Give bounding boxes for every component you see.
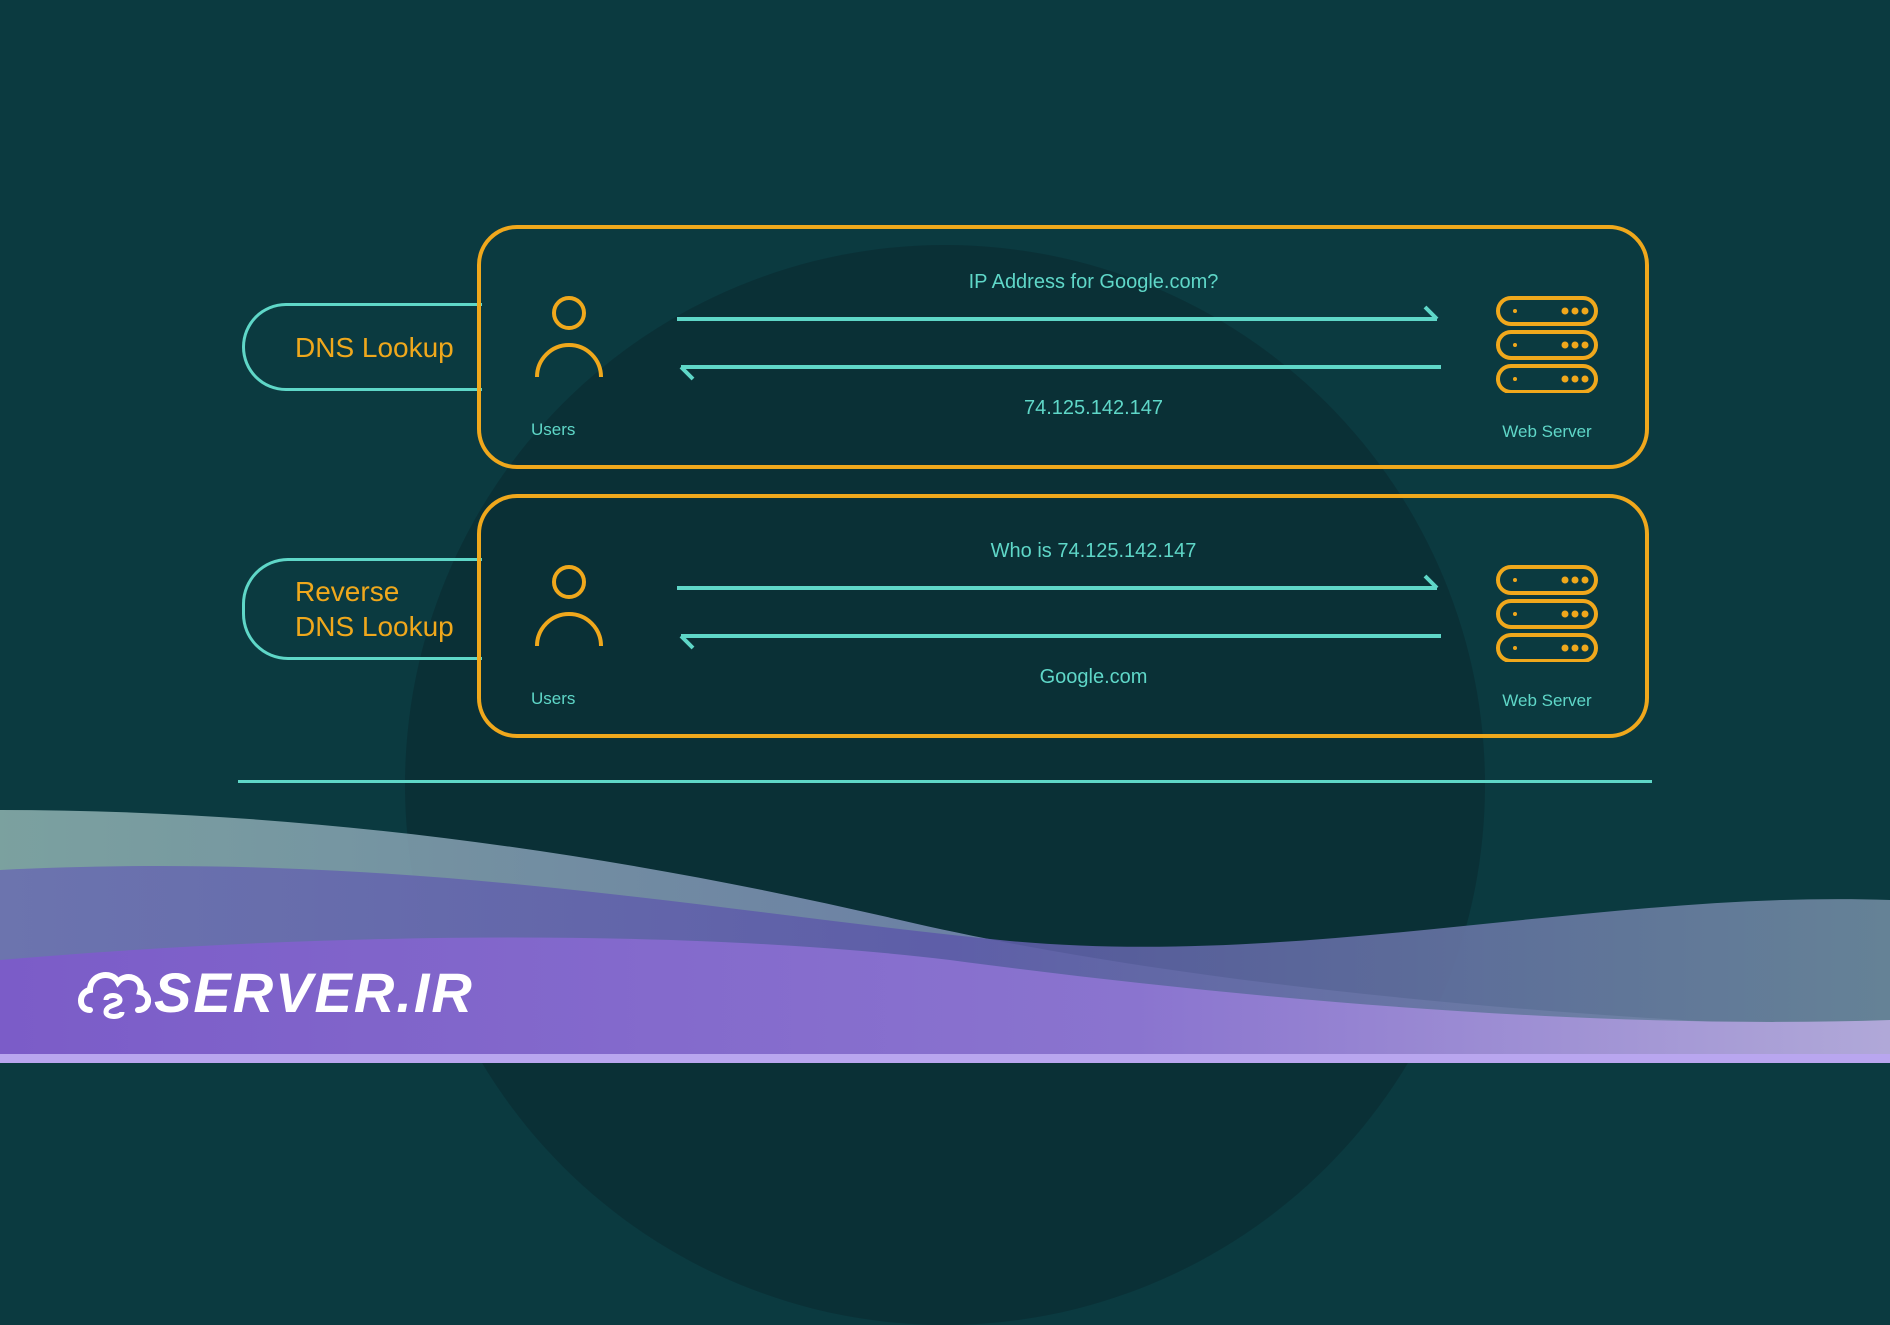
divider-line (238, 780, 1652, 783)
diagram-canvas: DNS Lookup Users IP Address for Google.c… (0, 225, 1890, 1063)
reverse-label-line2: DNS Lookup (295, 611, 454, 642)
reverse-dns-lookup-panel: Users Who is 74.125.142.147 Google.com W… (477, 494, 1649, 738)
dns-answer-text: 74.125.142.147 (1023, 397, 1164, 419)
request-response-arrows (677, 305, 1441, 381)
web-server-label: Web Server (1502, 691, 1592, 710)
server-icon (1496, 565, 1598, 662)
users-label: Users (531, 689, 576, 708)
dns-lookup-label: DNS Lookup (295, 331, 454, 363)
dns-lookup-tab: DNS Lookup (242, 303, 482, 391)
server-icon (1496, 296, 1598, 393)
arrow-right-icon (677, 305, 1439, 321)
dns-query-text: IP Address for Google.com? (968, 271, 1219, 293)
reverse-dns-lookup-tab: Reverse DNS Lookup (242, 558, 482, 660)
users-label: Users (531, 420, 576, 439)
cloud-icon (78, 972, 151, 1019)
arrow-left-icon (679, 365, 1441, 381)
request-response-arrows (677, 574, 1441, 650)
reverse-label-line1: Reverse (295, 576, 400, 607)
arrow-left-icon (679, 634, 1441, 650)
reverse-query-text: Who is 74.125.142.147 (990, 540, 1197, 562)
arrow-right-icon (677, 574, 1439, 590)
user-icon (535, 296, 603, 378)
logo-text: SERVER.IR (154, 961, 474, 1024)
server-ir-logo: SERVER.IR (76, 960, 476, 1026)
web-server-label: Web Server (1502, 422, 1592, 441)
decorative-waves (0, 810, 1890, 1063)
reverse-dns-lookup-label: Reverse DNS Lookup (295, 574, 454, 644)
reverse-answer-text: Google.com (1039, 666, 1148, 688)
user-icon (535, 565, 603, 647)
dns-lookup-panel: Users IP Address for Google.com? 74.125.… (477, 225, 1649, 469)
